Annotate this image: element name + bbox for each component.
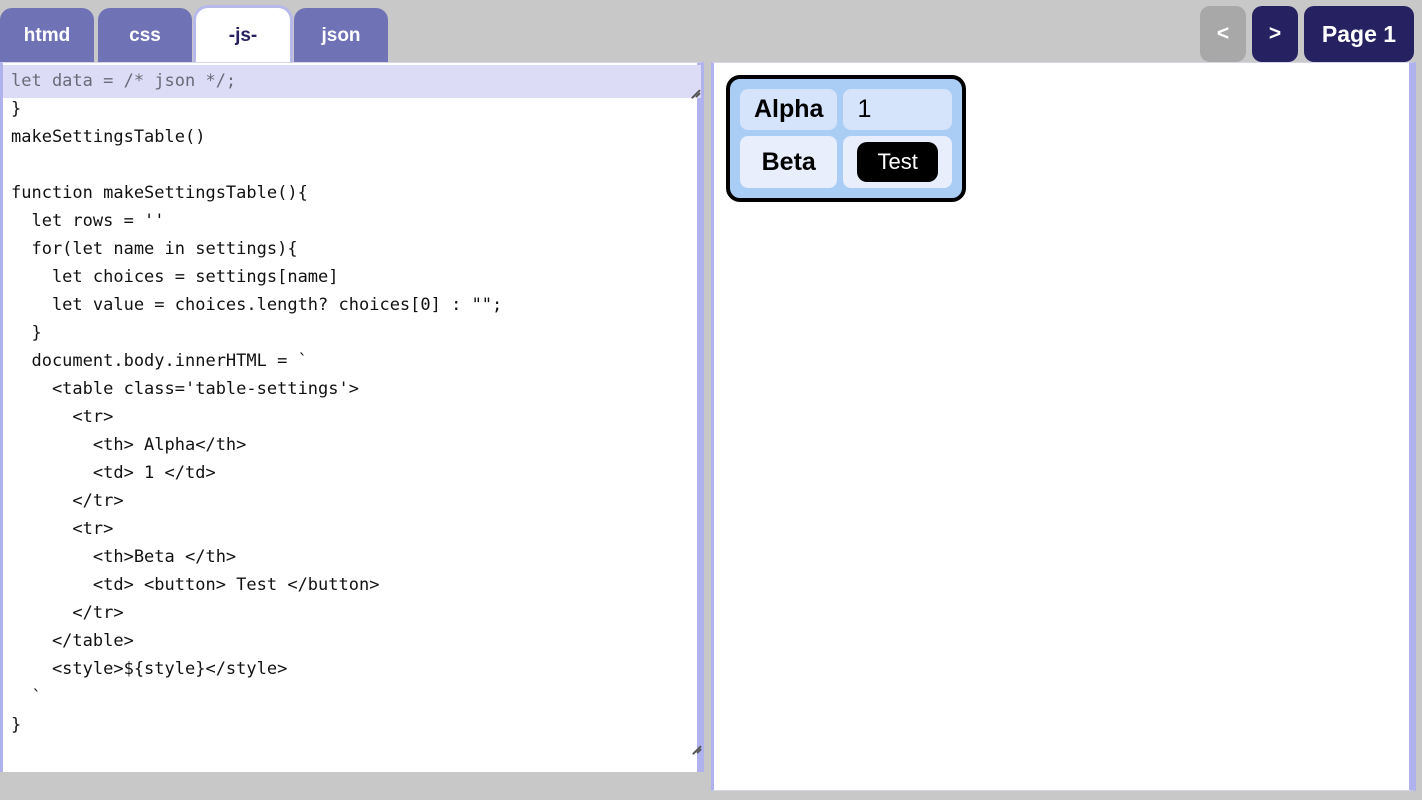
tab-htmd[interactable]: htmd: [0, 8, 94, 64]
data-declaration-textarea[interactable]: [3, 65, 701, 98]
settings-table: Alpha 1 Beta Test: [726, 75, 966, 202]
tab-json[interactable]: json: [294, 8, 388, 64]
settings-row-header-beta: Beta: [740, 136, 838, 188]
tab-htmd-label: htmd: [23, 25, 71, 46]
prev-page-button[interactable]: <: [1200, 6, 1246, 62]
preview-panel: Alpha 1 Beta Test: [711, 62, 1416, 791]
tab-css-label: css: [129, 25, 161, 46]
tab-css[interactable]: css: [98, 8, 192, 64]
test-button[interactable]: Test: [857, 142, 938, 182]
settings-row-header-alpha: Alpha: [740, 89, 838, 130]
next-page-button[interactable]: >: [1252, 6, 1298, 62]
prev-page-label: <: [1216, 22, 1230, 45]
tab-js[interactable]: -js-: [196, 8, 290, 64]
table-row: Beta Test: [740, 136, 952, 188]
page-navigation: < > Page 1: [1200, 6, 1414, 62]
code-editor-panel: [0, 62, 710, 775]
page-indicator-label: Page 1: [1321, 20, 1397, 47]
tab-json-label: json: [321, 25, 361, 46]
editor-tabstrip: htmd css -js- json: [0, 8, 388, 64]
js-code-textarea[interactable]: [0, 62, 704, 772]
table-row: Alpha 1: [740, 89, 952, 130]
settings-row-value-alpha: 1: [843, 89, 952, 130]
page-indicator-button[interactable]: Page 1: [1304, 6, 1414, 62]
settings-row-value-beta: Test: [843, 136, 952, 188]
top-bar: htmd css -js- json < > Page 1: [0, 0, 1422, 64]
next-page-label: >: [1268, 22, 1282, 45]
tab-js-label: -js-: [228, 25, 258, 46]
